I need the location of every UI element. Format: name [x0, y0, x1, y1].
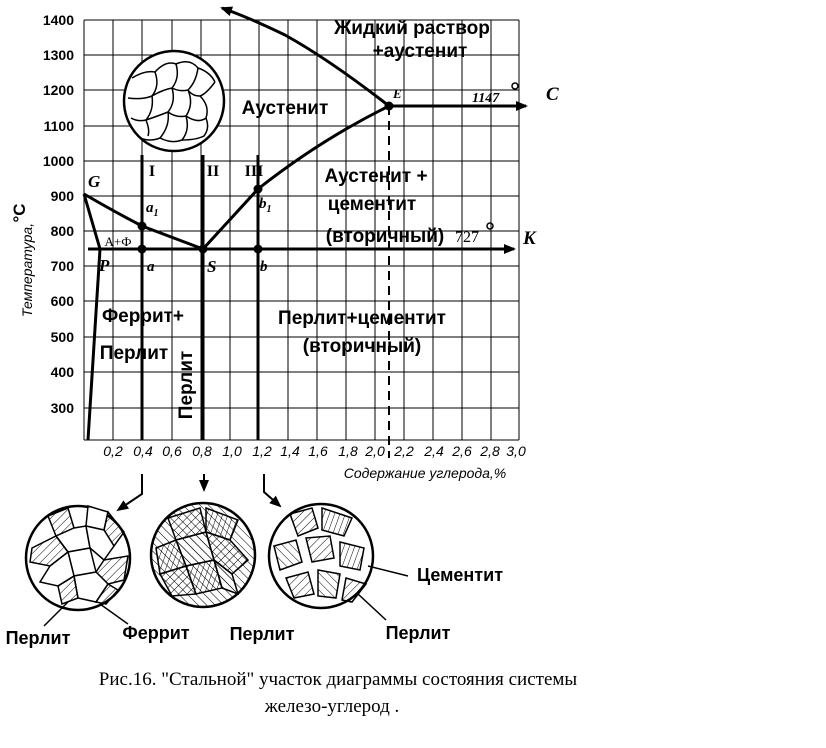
- y-tick: 700: [51, 258, 75, 274]
- y-tick: 300: [51, 400, 75, 416]
- x-tick: 2,2: [393, 443, 414, 459]
- region-ferrite-2: Перлит: [100, 343, 168, 364]
- region-aust-cem-2: цементит: [328, 194, 416, 215]
- y-axis-unit-text: °C: [10, 203, 29, 222]
- micro-ferrite-perlite: [24, 504, 132, 612]
- alloy-verticals: [140, 155, 260, 440]
- region-perlite-vertical-text: Перлит: [176, 351, 197, 419]
- region-ferrite-1: Феррит+: [102, 306, 184, 327]
- x-tick: 1,2: [252, 443, 272, 459]
- micro-label-perlite-2: Перлит: [230, 624, 295, 644]
- line-g-p: [82, 193, 102, 250]
- micro-arrows: [116, 474, 282, 512]
- region-af: А+Ф: [105, 234, 132, 249]
- point-s: [198, 244, 208, 254]
- points: [137, 101, 394, 254]
- point-a: [137, 244, 147, 254]
- region-perlite-cem-1: Перлит+цементит: [278, 308, 446, 329]
- y-tick: 600: [51, 293, 75, 309]
- y-axis-unit: °C: [10, 203, 29, 222]
- micro-label-cementite: Цементит: [417, 565, 503, 585]
- x-tick: 1,6: [308, 443, 328, 459]
- label-a: a: [147, 259, 155, 275]
- x-tick: 3,0: [506, 443, 526, 459]
- label-ii: II: [207, 163, 219, 180]
- x-tick: 2,4: [423, 443, 444, 459]
- degree-727: [486, 222, 494, 230]
- region-austenite: Аустенит: [242, 98, 329, 119]
- micro-perlite-cementite: [267, 502, 375, 610]
- label-i: I: [149, 163, 155, 180]
- x-tick: 2,6: [451, 443, 472, 459]
- label-a1: a1: [146, 200, 159, 219]
- x-tick: 0,2: [103, 443, 123, 459]
- region-liquid-2: +аустенит: [373, 41, 468, 62]
- y-tick: 1100: [44, 118, 75, 134]
- x-tick: 1,8: [338, 443, 358, 459]
- y-axis-title: Температура,: [19, 223, 35, 317]
- y-tick: 1300: [43, 47, 74, 63]
- phase-lines: [82, 6, 528, 441]
- y-tick: 900: [51, 188, 75, 204]
- region-perlite-vertical: Перлит: [176, 351, 197, 419]
- region-perlite-cem-2: (вторичный): [303, 336, 421, 357]
- micro-label-perlite-3: Перлит: [386, 623, 451, 643]
- x-tick: 1,0: [222, 443, 242, 459]
- label-s: S: [207, 257, 216, 276]
- region-liquid-1: Жидкий раствор: [333, 18, 490, 39]
- grid: [83, 19, 520, 441]
- micro-label-perlite-1: Перлит: [6, 628, 71, 648]
- line-p-q: [86, 248, 102, 441]
- x-tick: 2,0: [364, 443, 385, 459]
- caption-line-1: Рис.16. "Стальной" участок диаграммы сос…: [99, 669, 578, 690]
- y-tick: 400: [51, 364, 75, 380]
- line-s-e: [201, 104, 390, 251]
- point-e: [384, 101, 394, 111]
- label-b1: b1: [259, 196, 272, 215]
- y-tick: 500: [51, 329, 75, 345]
- x-tick: 0,6: [162, 443, 182, 459]
- caption-line-2: железо-углерод .: [264, 696, 400, 717]
- region-aust-cem-1: Аустенит +: [324, 166, 427, 187]
- y-tick: 800: [51, 223, 75, 239]
- point-a1: [137, 221, 147, 231]
- x-tick: 1,4: [280, 443, 300, 459]
- label-b: b: [260, 259, 268, 275]
- micro-perlite: [149, 501, 257, 609]
- x-tick: 0,4: [133, 443, 153, 459]
- y-tick: 1200: [43, 82, 74, 98]
- temp-727: 727: [455, 229, 479, 246]
- label-iii: III: [245, 163, 264, 180]
- label-c: C: [546, 84, 559, 105]
- temp-1147: 1147: [472, 91, 500, 106]
- y-axis-label: Температура,: [19, 223, 35, 317]
- region-aust-cem-3: (вторичный): [326, 226, 444, 247]
- label-p: P: [98, 256, 110, 275]
- austenite-grain-circle: [122, 49, 226, 153]
- x-tick: 2,8: [479, 443, 500, 459]
- point-b1: [253, 184, 263, 194]
- label-k: K: [522, 228, 537, 249]
- x-axis-title: Содержание углерода,%: [344, 465, 507, 481]
- x-tick: 0,8: [192, 443, 212, 459]
- y-tick: 1000: [43, 153, 74, 169]
- y-axis-ticks: 1400 1300 1200 1100 1000 900 800 700 600…: [43, 12, 74, 416]
- micro-leader-lines: [43, 565, 409, 627]
- x-axis-ticks: 0,2 0,4 0,6 0,8 1,0 1,2 1,4 1,6 1,8 2,0 …: [103, 443, 526, 459]
- micro-label-ferrite: Феррит: [122, 623, 189, 643]
- degree-1147: [511, 82, 519, 90]
- label-e: E: [392, 86, 402, 101]
- label-g: G: [88, 172, 101, 191]
- y-tick: 1400: [43, 12, 74, 28]
- liquidus-line: [220, 6, 390, 108]
- point-b: [253, 244, 263, 254]
